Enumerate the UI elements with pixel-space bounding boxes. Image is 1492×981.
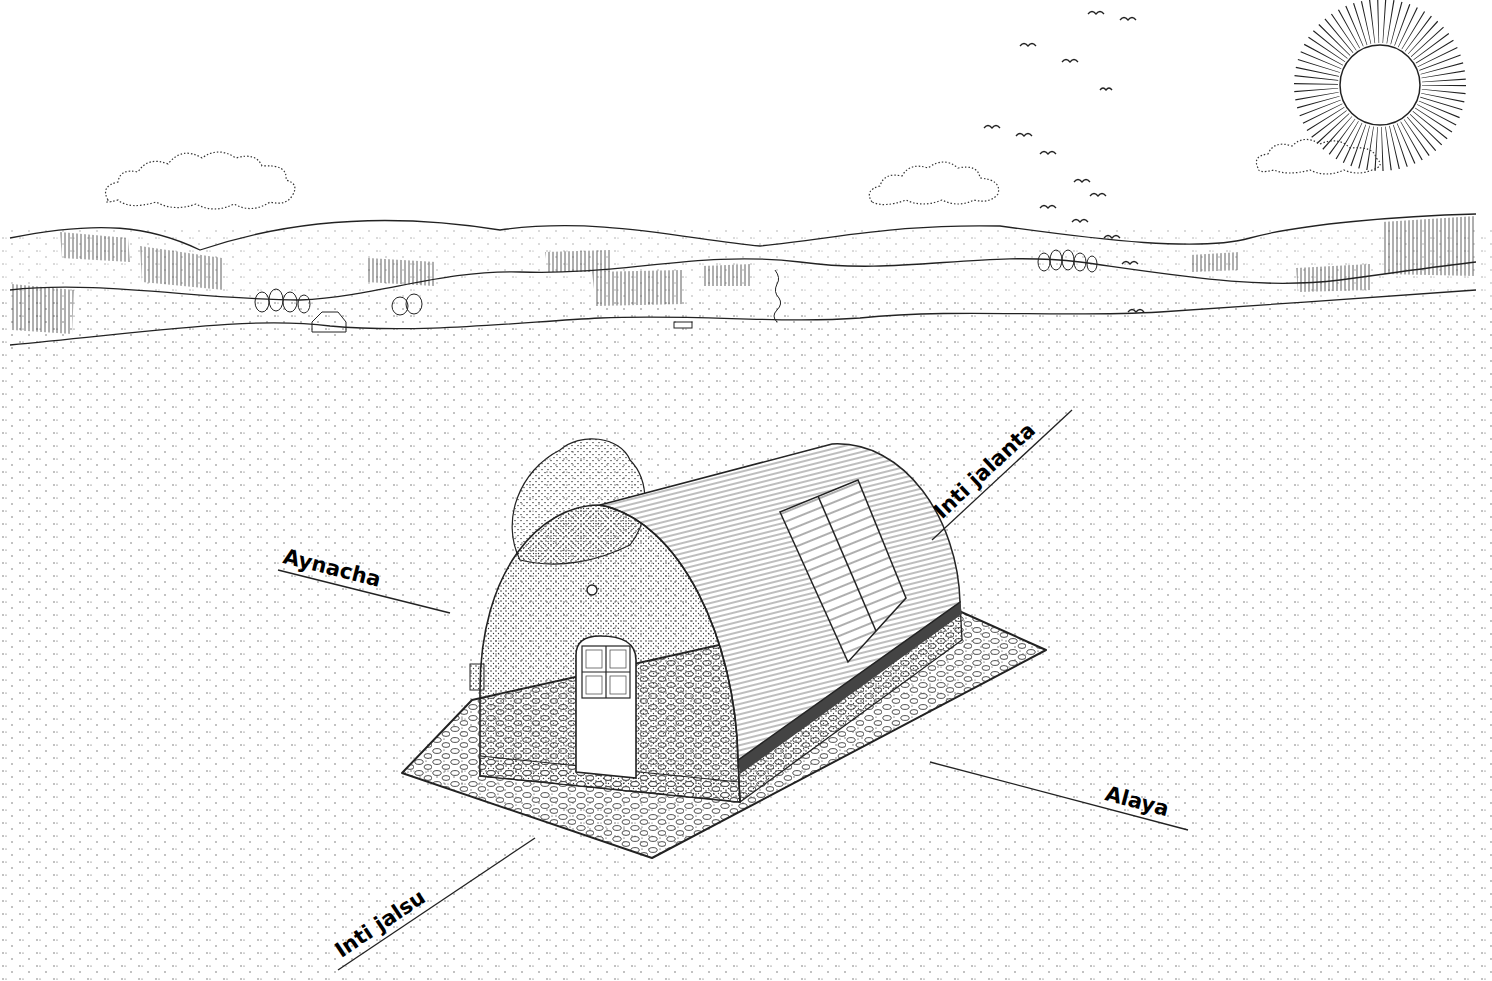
clouds <box>106 139 1381 209</box>
door <box>576 636 636 778</box>
leader-line <box>930 762 1188 830</box>
leader-line <box>932 410 1072 540</box>
cloud <box>106 152 295 209</box>
front-facade <box>480 505 740 802</box>
cloud <box>869 162 998 205</box>
cloud <box>1256 139 1380 174</box>
ground-stipple <box>0 230 1492 300</box>
sun-rays <box>1316 21 1444 149</box>
sun-disc <box>1340 45 1420 125</box>
vent <box>587 585 597 595</box>
ground-stipple <box>0 300 1492 981</box>
hills <box>10 214 1476 345</box>
solar-panel <box>780 480 906 662</box>
tree-clusters <box>255 250 1097 332</box>
leader-lines <box>278 410 1188 970</box>
sun <box>1316 21 1444 149</box>
fields <box>12 216 1476 334</box>
birds <box>984 12 1144 313</box>
leader-line <box>338 838 535 970</box>
